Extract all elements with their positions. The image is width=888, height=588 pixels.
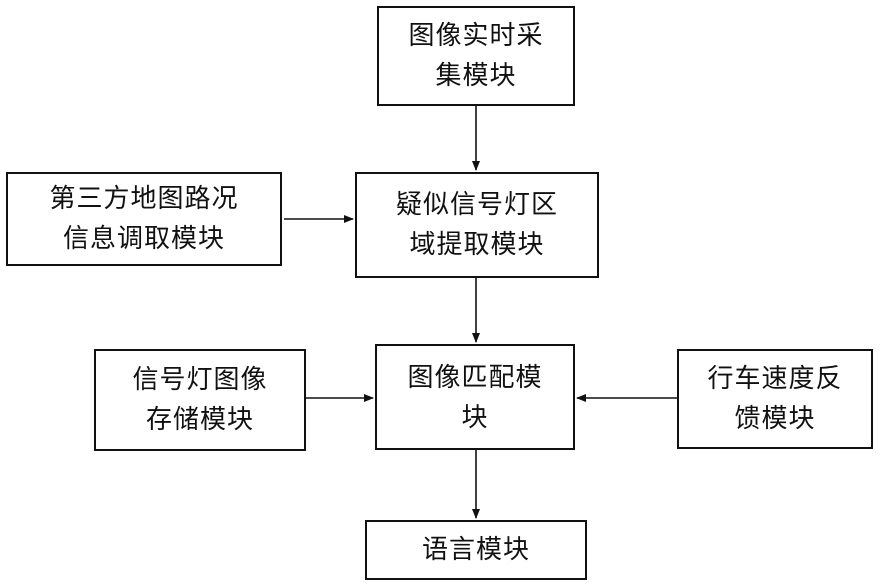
box-label-line: 行车速度反 (707, 359, 842, 399)
vehicle-speed-feedback-module-box: 行车速度反 馈模块 (677, 349, 873, 449)
box-label: 行车速度反 馈模块 (707, 359, 842, 439)
box-label: 第三方地图路况 信息调取模块 (49, 179, 238, 259)
box-label-line: 信号灯图像 (132, 360, 267, 400)
suspected-signal-region-extract-module-box: 疑似信号灯区 域提取模块 (355, 172, 599, 278)
box-label-line: 域提取模块 (396, 225, 558, 265)
box-label: 信号灯图像 存储模块 (132, 360, 267, 440)
box-label-line: 存储模块 (132, 400, 267, 440)
box-label-line: 馈模块 (707, 399, 842, 439)
box-label: 图像匹配模 块 (407, 358, 542, 438)
box-label: 语言模块 (422, 530, 530, 570)
box-label: 疑似信号灯区 域提取模块 (396, 185, 558, 265)
box-label-line: 疑似信号灯区 (396, 185, 558, 225)
box-label-line: 信息调取模块 (49, 219, 238, 259)
image-realtime-capture-module-box: 图像实时采 集模块 (377, 6, 575, 106)
box-label-line: 第三方地图路况 (49, 179, 238, 219)
box-label: 图像实时采 集模块 (408, 16, 543, 96)
box-label-line: 图像实时采 (408, 16, 543, 56)
box-label-line: 集模块 (408, 56, 543, 96)
box-label-line: 语言模块 (422, 530, 530, 570)
third-party-map-traffic-module-box: 第三方地图路况 信息调取模块 (6, 172, 282, 266)
signal-image-storage-module-box: 信号灯图像 存储模块 (94, 349, 306, 451)
box-label-line: 图像匹配模 (407, 358, 542, 398)
image-matching-module-box: 图像匹配模 块 (375, 344, 575, 450)
voice-module-box: 语言模块 (365, 520, 587, 580)
box-label-line: 块 (407, 398, 542, 438)
